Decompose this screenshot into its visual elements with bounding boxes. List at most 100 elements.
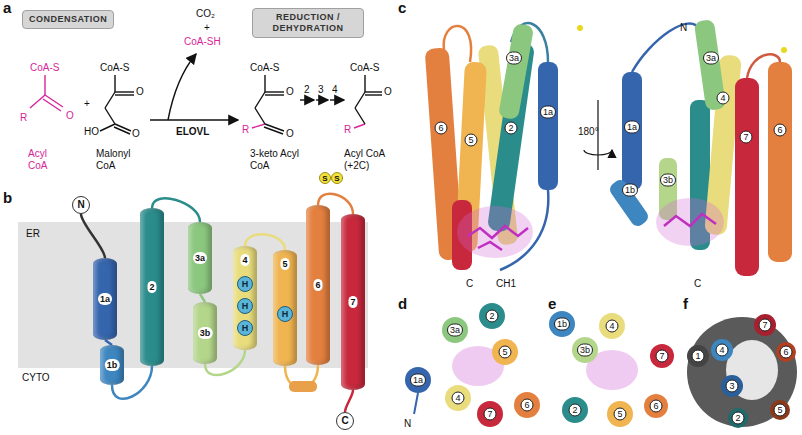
chemical-label: Acyl CoA (28, 148, 64, 172)
chemical-label: R (344, 124, 351, 136)
text-label: O (384, 86, 392, 98)
text-label: CoA-S (350, 62, 379, 74)
node-text: H (242, 301, 249, 311)
callout-number: 4 (606, 320, 619, 333)
helix-number: 6 (313, 279, 322, 291)
text-label: 2 (304, 84, 310, 96)
callout-number: 5 (465, 134, 478, 147)
callout-number: 6 (650, 400, 663, 413)
text-label: O (136, 86, 144, 98)
panel-letter: f (683, 296, 688, 312)
callout-number: 3a (447, 324, 463, 337)
text-label: O (286, 86, 294, 98)
text-label: + (204, 22, 210, 34)
text-label: C (694, 278, 701, 290)
callout-number: 4 (717, 92, 730, 105)
callout-number: 3a (506, 52, 522, 65)
callout-number: 4 (716, 344, 729, 357)
step-box: CONDENSATION (22, 10, 114, 29)
callout-number: 2 (486, 310, 499, 323)
node-text: CONDENSATION (29, 14, 107, 24)
loop-connector (345, 390, 353, 412)
helix-cylinder: 5H (273, 250, 297, 366)
helix-number: 3b (198, 327, 213, 339)
helix-number: 5 (280, 258, 289, 270)
callout-number: 1 (692, 350, 705, 363)
node-text: N (77, 199, 84, 210)
text-label: O (286, 128, 294, 140)
callout-number: 4 (452, 392, 465, 405)
callout-number: 6 (780, 346, 793, 359)
histidine-circle: H (277, 306, 293, 322)
text-label: CO₂ (196, 8, 215, 20)
histidine-circle: H (237, 320, 253, 336)
node-text: C (341, 415, 348, 426)
callout-number: 7 (656, 350, 669, 363)
text-label: CoA-S (100, 62, 129, 74)
helix-cylinder: 7 (341, 214, 365, 390)
histidine-circle: H (237, 276, 253, 292)
loop-connector (81, 214, 105, 258)
node-text: H (282, 309, 289, 319)
node-text: REDUCTION / DEHYDRATION (273, 12, 344, 33)
callout-number: 2 (505, 122, 518, 135)
panel-letter: c (398, 0, 406, 16)
text-label: N (680, 22, 687, 34)
chemical-label: R (20, 112, 27, 124)
disulfide-atom: S (331, 172, 343, 184)
panel-letter: e (548, 296, 556, 312)
chemical-label: CoA-S (30, 62, 59, 74)
helix-cylinder: 3a (188, 222, 212, 294)
callout-number: 6 (435, 122, 448, 135)
callout-number: 5 (499, 346, 512, 359)
callout-number: 7 (759, 319, 772, 332)
callout-number: 1b (622, 184, 638, 197)
helix-number: 4 (240, 254, 249, 266)
callout-number: 7 (740, 131, 753, 144)
terminus-circle: N (72, 196, 90, 214)
text-label: Acyl CoA (+2C) (344, 148, 398, 172)
helix-cylinder: 1b (100, 345, 124, 385)
text-label: HO (84, 126, 99, 138)
node-text: H (242, 323, 249, 333)
callout-number: 6 (521, 399, 534, 412)
helix-number: 7 (348, 296, 357, 308)
helix-number: 1b (105, 359, 120, 371)
helix-cylinder: 3b (193, 302, 217, 364)
callout-number: 3a (703, 52, 719, 65)
enzyme-name: ELOVL (176, 126, 209, 138)
terminus-circle: C (336, 412, 354, 430)
text-label: 180° (578, 126, 599, 138)
callout-number: 1b (554, 318, 570, 331)
text-label: 3-keto Acyl CoA (250, 148, 314, 172)
helix-number: 1a (98, 293, 112, 305)
text-label: C (466, 278, 473, 290)
callout-number: 1a (540, 106, 556, 119)
text-label: 4 (332, 84, 338, 96)
chemical-label: CoA-SH (184, 36, 221, 48)
callout-number: 3b (577, 344, 593, 357)
text-label: CH1 (496, 278, 516, 290)
helix-cylinder: 1a (93, 258, 117, 340)
chemical-label: R (242, 124, 249, 136)
helix-cylinder: 4HHH (233, 246, 257, 350)
text-label: CYTO (22, 372, 50, 384)
callout-number: 1a (410, 374, 426, 387)
text-label: N (404, 418, 411, 430)
callout-number: 6 (774, 124, 787, 137)
callout-number: 7 (484, 408, 497, 421)
helix-cylinder: 6 (306, 205, 330, 365)
helix-number: 2 (147, 281, 156, 293)
helix-cylinder: 2 (140, 208, 164, 366)
disulfide-atom: S (319, 172, 331, 184)
text-label: O (132, 128, 140, 140)
text-label: + (84, 98, 90, 110)
loop-connector (200, 294, 205, 302)
callout-number: 2 (732, 412, 745, 425)
panel-letter: b (3, 190, 12, 206)
panel-letter: a (3, 0, 11, 16)
helix-number: 3a (193, 252, 207, 264)
text-label: 3 (318, 84, 324, 96)
callout-number: 5 (774, 404, 787, 417)
text-label: ER (26, 228, 40, 240)
